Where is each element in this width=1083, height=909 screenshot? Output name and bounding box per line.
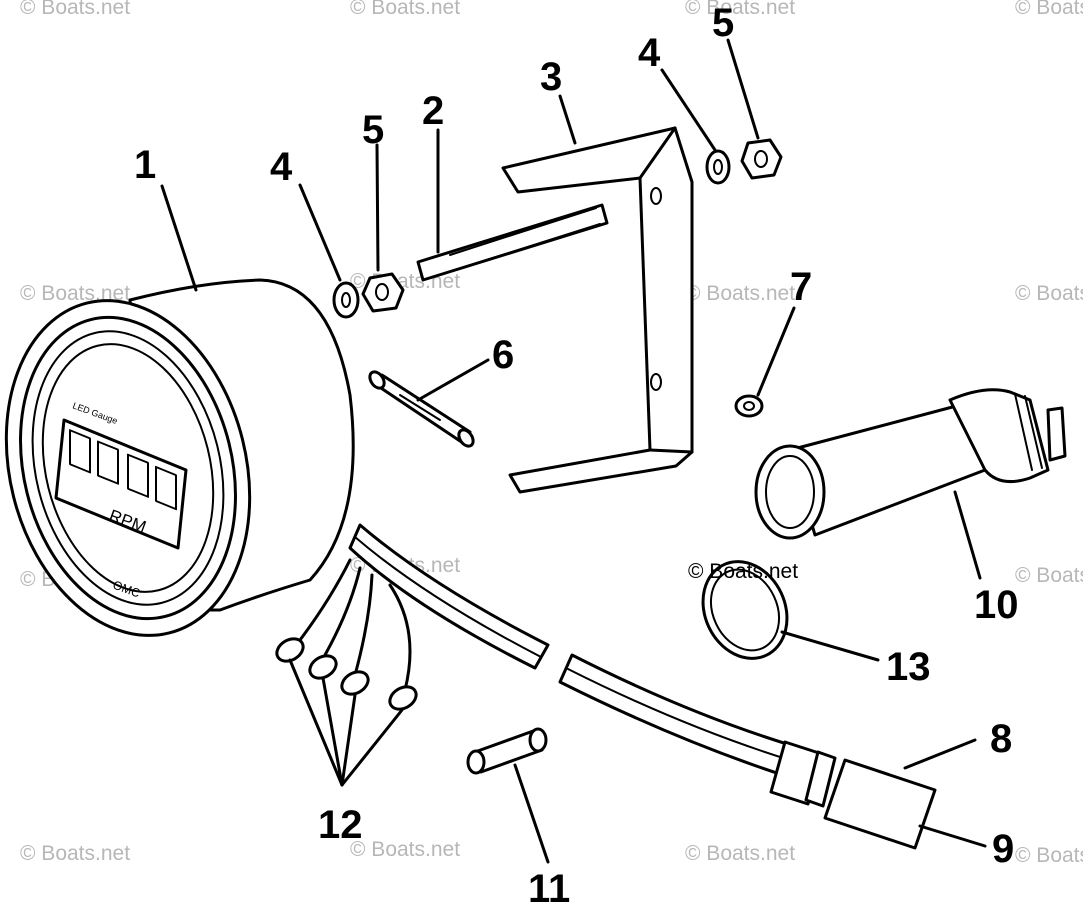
watermark: © Boats.net [1015, 0, 1083, 19]
hex-nut-left [361, 272, 405, 313]
callout-2: 2 [422, 89, 444, 133]
watermark: © Boats.net [685, 0, 795, 19]
callout-10: 10 [974, 583, 1019, 627]
callout-13: 13 [886, 645, 931, 689]
callout-4-right: 4 [638, 31, 661, 75]
watermark: © Boats.net [685, 842, 795, 865]
callout-5-right: 5 [712, 1, 734, 45]
watermark: © Boats.net [1015, 844, 1083, 867]
watermark: © Boats.net [688, 560, 798, 583]
wire-leads [275, 558, 418, 711]
callout-9: 9 [992, 827, 1014, 871]
callout-5-left: 5 [362, 108, 384, 152]
lock-washer-small [734, 394, 764, 418]
callout-3: 3 [540, 55, 562, 99]
sender-sleeve [754, 388, 1067, 540]
digit-display [69, 429, 177, 511]
callout-4-left: 4 [270, 145, 293, 189]
watermark: © Boats.net [350, 838, 460, 861]
harness-cable [348, 523, 802, 780]
callout-12: 12 [318, 803, 363, 847]
pin [368, 370, 475, 448]
callout-labels: 1 2 3 4 4 5 5 6 7 8 9 10 11 12 13 [134, 1, 1019, 909]
stud [416, 203, 609, 282]
watermark: © Boats.net [20, 0, 130, 19]
callout-1: 1 [134, 143, 156, 187]
callout-7: 7 [790, 265, 812, 309]
hex-nut-right [740, 138, 783, 180]
hose-clamp [701, 560, 789, 660]
watermark: © Boats.net [685, 282, 795, 305]
fuse [466, 727, 548, 775]
watermark: © Boats.net [20, 842, 130, 865]
callout-8: 8 [990, 717, 1012, 761]
mounting-bracket [501, 126, 694, 494]
watermark: © Boats.net [1015, 282, 1083, 305]
callout-11: 11 [528, 867, 570, 909]
callout-6: 6 [492, 333, 514, 377]
gauge-body: LED Gauge RPM OMC [4, 278, 355, 637]
leader-lines [160, 38, 987, 864]
lock-washer-left [332, 281, 360, 319]
harness-connector [769, 740, 937, 850]
watermark: © Boats.net [350, 0, 460, 19]
lock-washer-right [705, 149, 731, 185]
watermark: © Boats.net [1015, 564, 1083, 587]
